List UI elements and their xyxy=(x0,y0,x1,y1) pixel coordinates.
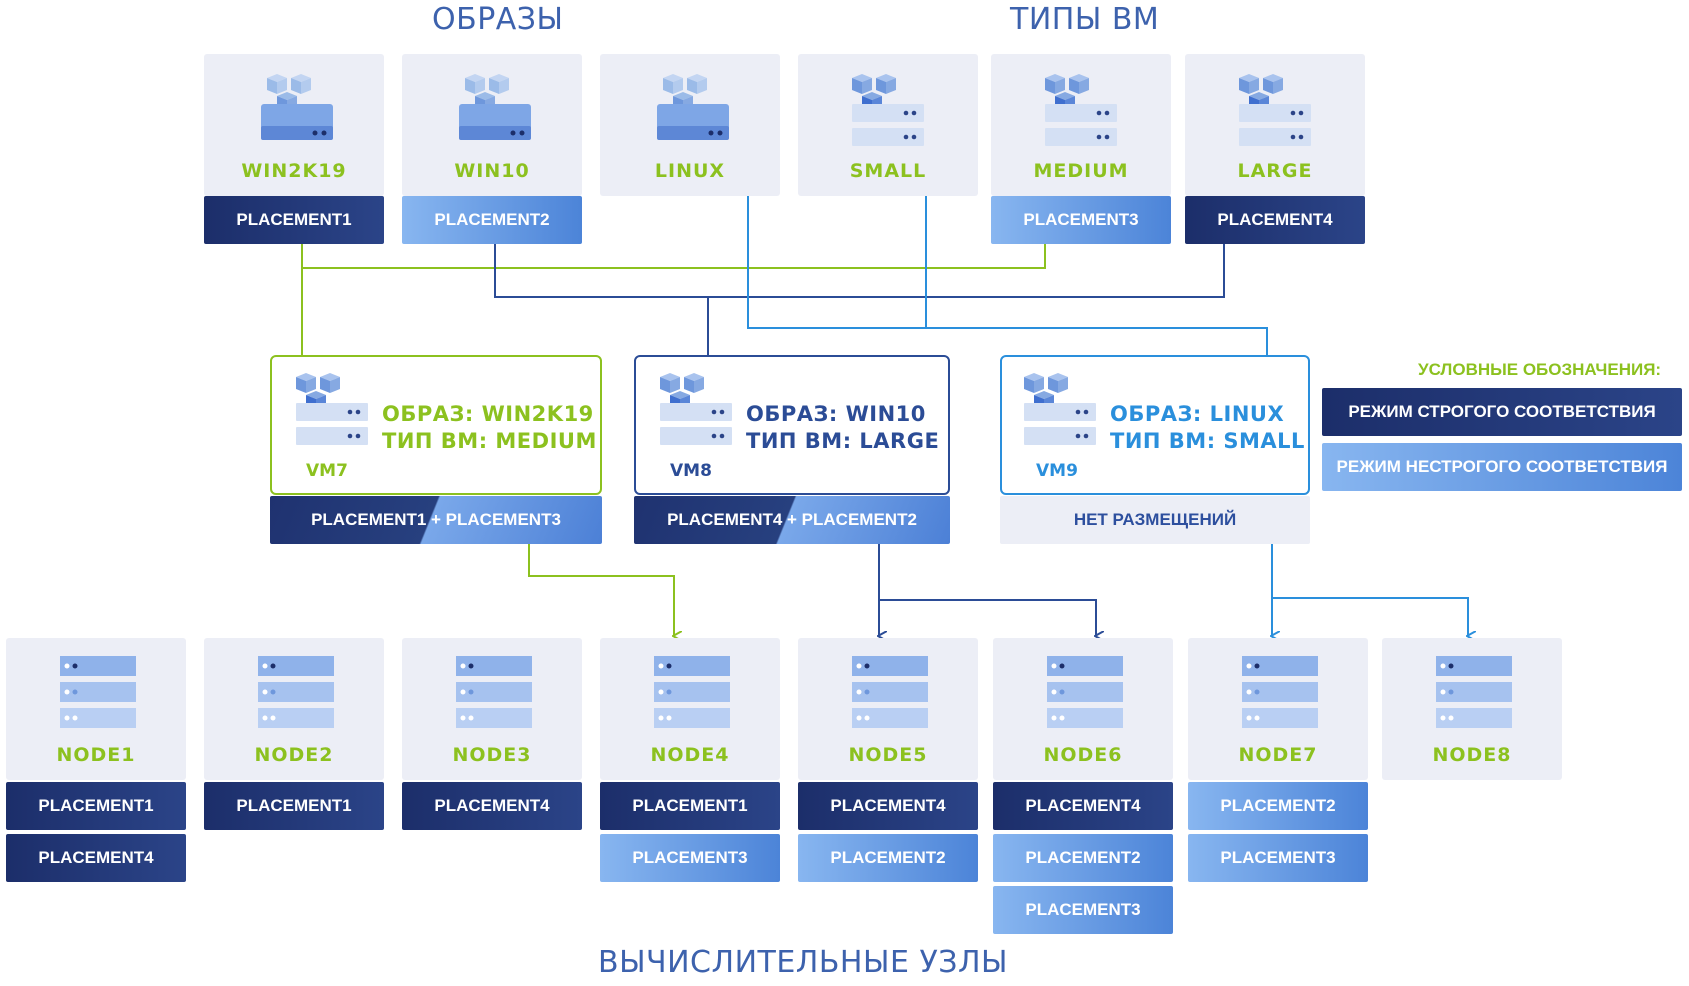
node-card-node8: NODE8 xyxy=(1382,638,1562,780)
legend-loose: РЕЖИМ НЕСТРОГОГО СООТВЕТСТВИЯ xyxy=(1322,443,1682,491)
vm-card-vm7: ОБРАЗ: WIN2K19 ТИП ВМ: MEDIUM VM7 xyxy=(270,355,602,495)
server-rack-icon xyxy=(1047,656,1123,728)
arrow-vm9-to-node8 xyxy=(1272,597,1468,636)
server-with-cubes-icon xyxy=(852,74,924,146)
vm-image-line: ОБРАЗ: WIN2K19 xyxy=(382,402,594,426)
line-placement3-to-vm7 xyxy=(302,242,1046,269)
vm-placements-vm9: НЕТ РАЗМЕЩЕНИЙ xyxy=(1000,496,1310,544)
server-rack-icon xyxy=(852,656,928,728)
vm-card-vm9: ОБРАЗ: LINUX ТИП ВМ: SMALL VM9 xyxy=(1000,355,1310,495)
vm-type-card-medium: MEDIUM xyxy=(991,54,1171,196)
vm-type-line: ТИП ВМ: MEDIUM xyxy=(382,429,597,453)
vm-type-card-small: SMALL xyxy=(798,54,978,196)
node-label: NODE3 xyxy=(452,744,532,766)
vm-placements-vm7: PLACEMENT1 + PLACEMENT3 xyxy=(270,496,602,544)
vm-image-line: ОБРАЗ: LINUX xyxy=(1110,402,1285,426)
node-placement-tag: PLACEMENT1 xyxy=(600,782,780,830)
vm-placements-vm8: PLACEMENT4 + PLACEMENT2 xyxy=(634,496,950,544)
image-label-win10: WIN10 xyxy=(454,160,530,182)
node-label: NODE7 xyxy=(1238,744,1318,766)
image-card-win10: WIN10 xyxy=(402,54,582,196)
vm-name: VM8 xyxy=(670,461,712,481)
node-label: NODE5 xyxy=(848,744,928,766)
node-card-node2: NODE2 xyxy=(204,638,384,780)
image-label-win2k19: WIN2K19 xyxy=(241,160,347,182)
node-placement-tag: PLACEMENT4 xyxy=(993,782,1173,830)
node-placement-tag: PLACEMENT2 xyxy=(993,834,1173,882)
vm-details: ОБРАЗ: WIN10 ТИП ВМ: LARGE xyxy=(746,401,939,455)
node-placement-tag: PLACEMENT3 xyxy=(993,886,1173,934)
node-placement-tag: PLACEMENT4 xyxy=(6,834,186,882)
line-placement2-to-vm8 xyxy=(494,242,1225,298)
vm-type-line: ТИП ВМ: SMALL xyxy=(1110,429,1305,453)
vm-type-placement-medium: PLACEMENT3 xyxy=(991,196,1171,244)
server-with-cubes-icon xyxy=(296,373,368,445)
vm-type-label-medium: MEDIUM xyxy=(1033,160,1129,182)
server-rack-icon xyxy=(456,656,532,728)
arrow-vm7-to-node4 xyxy=(528,544,674,636)
node-placement-tag: PLACEMENT2 xyxy=(1188,782,1368,830)
image-placement-win2k19: PLACEMENT1 xyxy=(204,196,384,244)
vm-type-label-large: LARGE xyxy=(1237,160,1313,182)
image-placement-win10: PLACEMENT2 xyxy=(402,196,582,244)
node-card-node4: NODE4 xyxy=(600,638,780,780)
node-placement-tag: PLACEMENT4 xyxy=(402,782,582,830)
server-with-cubes-icon xyxy=(1024,373,1096,445)
node-label: NODE2 xyxy=(254,744,334,766)
server-with-cubes-icon xyxy=(1045,74,1117,146)
vm-type-placement-large: PLACEMENT4 xyxy=(1185,196,1365,244)
image-card-win2k19: WIN2K19 xyxy=(204,54,384,196)
disk-with-cubes-icon xyxy=(459,74,531,140)
vm-type-label-small: SMALL xyxy=(849,160,927,182)
vm-type-card-large: LARGE xyxy=(1185,54,1365,196)
legend-strict: РЕЖИМ СТРОГОГО СООТВЕТСТВИЯ xyxy=(1322,388,1682,436)
disk-with-cubes-icon xyxy=(261,74,333,140)
server-rack-icon xyxy=(60,656,136,728)
image-card-linux: LINUX xyxy=(600,54,780,196)
node-placement-tag: PLACEMENT1 xyxy=(204,782,384,830)
vm-details: ОБРАЗ: LINUX ТИП ВМ: SMALL xyxy=(1110,401,1305,455)
server-with-cubes-icon xyxy=(660,373,732,445)
node-label: NODE8 xyxy=(1432,744,1512,766)
node-card-node1: NODE1 xyxy=(6,638,186,780)
node-placement-tag: PLACEMENT3 xyxy=(1188,834,1368,882)
disk-with-cubes-icon xyxy=(657,74,729,140)
node-card-node7: NODE7 xyxy=(1188,638,1368,780)
nodes-heading: ВЫЧИСЛИТЕЛЬНЫЕ УЗЛЫ xyxy=(598,945,1008,980)
node-card-node6: NODE6 xyxy=(993,638,1173,780)
node-placement-tag: PLACEMENT4 xyxy=(798,782,978,830)
node-card-node3: NODE3 xyxy=(402,638,582,780)
vm-type-line: ТИП ВМ: LARGE xyxy=(746,429,940,453)
node-placement-tag: PLACEMENT2 xyxy=(798,834,978,882)
node-placement-tag: PLACEMENT3 xyxy=(600,834,780,882)
vm-name: VM7 xyxy=(306,461,348,481)
vm-details: ОБРАЗ: WIN2K19 ТИП ВМ: MEDIUM xyxy=(382,401,597,455)
legend-title: УСЛОВНЫЕ ОБОЗНАЧЕНИЯ: xyxy=(1418,360,1662,379)
vm-types-heading: ТИПЫ ВМ xyxy=(1010,2,1160,37)
node-label: NODE1 xyxy=(56,744,136,766)
server-rack-icon xyxy=(654,656,730,728)
node-card-node5: NODE5 xyxy=(798,638,978,780)
server-rack-icon xyxy=(1242,656,1318,728)
node-label: NODE4 xyxy=(650,744,730,766)
line-linux-to-vm9 xyxy=(747,196,1268,355)
vm-image-line: ОБРАЗ: WIN10 xyxy=(746,402,926,426)
node-label: NODE6 xyxy=(1043,744,1123,766)
vm-card-vm8: ОБРАЗ: WIN10 ТИП ВМ: LARGE VM8 xyxy=(634,355,950,495)
vm-name: VM9 xyxy=(1036,461,1078,481)
node-placement-tag: PLACEMENT1 xyxy=(6,782,186,830)
server-rack-icon xyxy=(258,656,334,728)
server-with-cubes-icon xyxy=(1239,74,1311,146)
server-rack-icon xyxy=(1436,656,1512,728)
image-label-linux: LINUX xyxy=(654,160,726,182)
arrow-vm8-to-node6 xyxy=(879,599,1096,636)
images-heading: ОБРАЗЫ xyxy=(432,2,564,37)
